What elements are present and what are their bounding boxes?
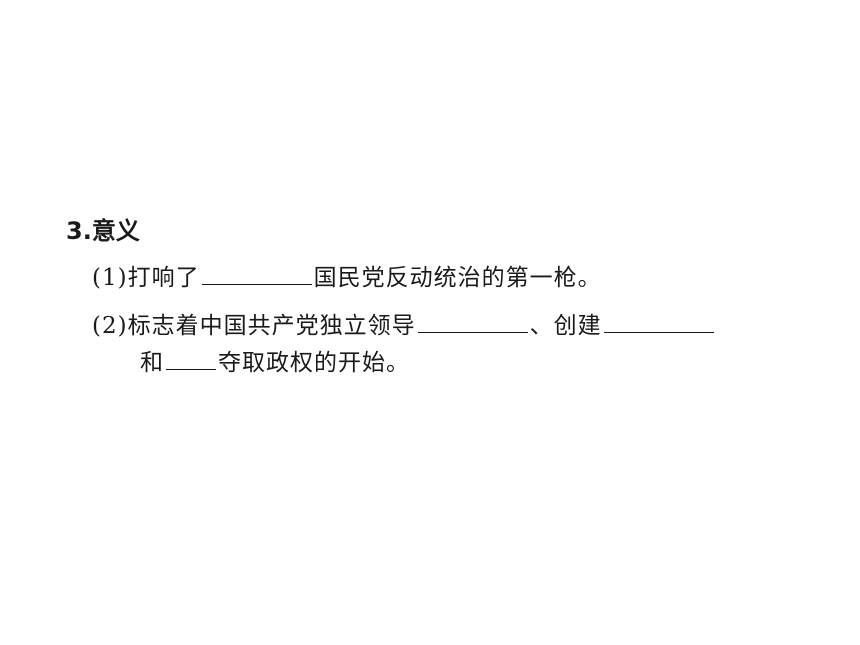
- fill-blank-4: [166, 347, 216, 370]
- fill-blank-3: [603, 310, 714, 333]
- section-heading: 3.意义: [66, 217, 140, 245]
- item-2-continuation-line: 和 夺取政权的开始。: [140, 343, 410, 377]
- item-2-continuation-suffix: 夺取政权的开始。: [218, 350, 410, 376]
- fill-blank-1: [201, 262, 312, 285]
- item-2-continuation-prefix: 和: [140, 350, 164, 376]
- item-1-line: (1)打响了 国民党反动统治的第一枪。: [92, 258, 602, 292]
- fill-blank-2: [417, 310, 528, 333]
- item-1-prefix: (1)打响了: [92, 265, 200, 291]
- item-2-line: (2)标志着中国共产党独立领导 、创建: [92, 306, 716, 340]
- item-1-suffix: 国民党反动统治的第一枪。: [313, 265, 602, 291]
- item-2-middle: 、创建: [529, 313, 602, 339]
- item-2-prefix: (2)标志着中国共产党独立领导: [92, 313, 416, 339]
